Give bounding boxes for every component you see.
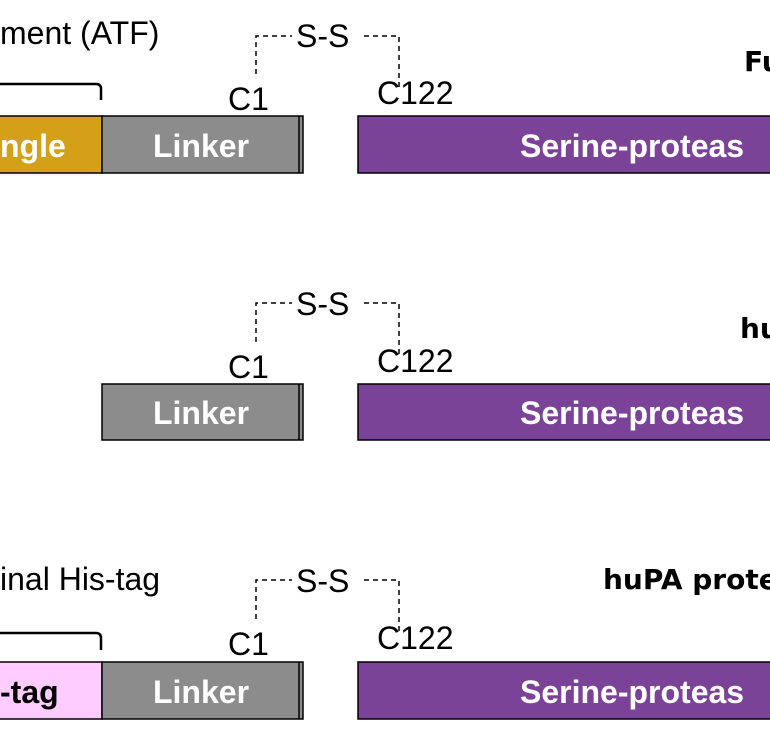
atf-label: ment (ATF) bbox=[0, 15, 159, 51]
histag-bracket bbox=[0, 631, 103, 650]
c1-label: C1 bbox=[228, 626, 269, 662]
disulfide-line-left bbox=[255, 579, 292, 619]
c122-label: C122 bbox=[377, 343, 454, 379]
serine-protease-label: Serine-proteas bbox=[520, 395, 744, 431]
c1-label: C1 bbox=[228, 81, 269, 117]
disulfide-line-left bbox=[255, 35, 292, 74]
kringle-label: ngle bbox=[0, 128, 66, 164]
disulfide-label: S-S bbox=[296, 563, 349, 599]
serine-protease-domain bbox=[357, 661, 770, 720]
linker-domain bbox=[101, 115, 304, 174]
histag-label: inal His-tag bbox=[0, 561, 160, 597]
serine-protease-domain bbox=[357, 383, 770, 441]
construct-row-1: ment (ATF) S-S C1 C122 Fu ngle Linker Se… bbox=[0, 15, 770, 174]
linker-domain bbox=[101, 383, 304, 441]
kringle-domain bbox=[0, 115, 103, 174]
construct-title: hu bbox=[740, 312, 770, 345]
c122-label: C122 bbox=[377, 620, 454, 656]
disulfide-line-right bbox=[364, 579, 400, 632]
construct-title: huPA prote bbox=[603, 563, 770, 596]
disulfide-line-right bbox=[364, 35, 400, 88]
linker-label: Linker bbox=[153, 128, 249, 164]
linker-label: Linker bbox=[153, 395, 249, 431]
disulfide-line-right bbox=[364, 302, 400, 355]
construct-title: Fu bbox=[744, 45, 770, 78]
histag-domain-label: -tag bbox=[0, 674, 59, 710]
c122-label: C122 bbox=[377, 75, 454, 111]
disulfide-label: S-S bbox=[296, 286, 349, 322]
disulfide-line-left bbox=[255, 302, 292, 342]
linker-domain bbox=[101, 661, 304, 720]
histag-domain bbox=[0, 661, 103, 720]
linker-label: Linker bbox=[153, 674, 249, 710]
serine-protease-label: Serine-proteas bbox=[520, 128, 744, 164]
serine-protease-domain bbox=[357, 115, 770, 174]
construct-row-3: inal His-tag S-S C1 C122 huPA prote -tag… bbox=[0, 561, 770, 720]
disulfide-label: S-S bbox=[296, 18, 349, 54]
c1-label: C1 bbox=[228, 349, 269, 385]
serine-protease-label: Serine-proteas bbox=[520, 674, 744, 710]
construct-row-2: S-S C1 C122 hu Linker Serine-proteas bbox=[101, 286, 770, 441]
atf-bracket bbox=[0, 82, 103, 100]
